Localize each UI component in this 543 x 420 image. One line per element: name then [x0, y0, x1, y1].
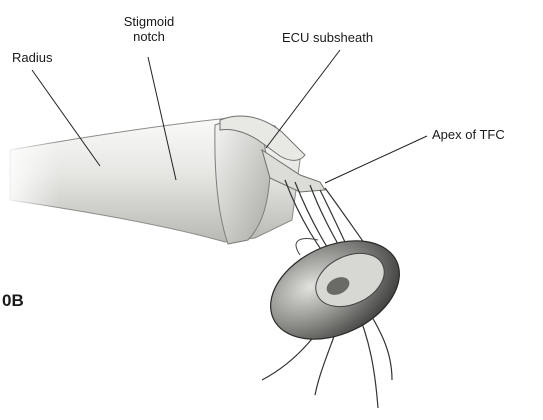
leader-apex: [325, 136, 427, 183]
label-stigmoid-line2: notch: [112, 29, 186, 44]
label-stigmoid-line1: Stigmoid: [112, 14, 186, 29]
figure-label: 0B: [2, 291, 24, 311]
ulnar-cup: [255, 221, 415, 358]
label-radius: Radius: [12, 50, 52, 65]
label-ecu-subsheath: ECU subsheath: [282, 30, 373, 45]
shaft-fade: [0, 130, 60, 220]
leader-ecu: [266, 50, 340, 148]
label-stigmoid-notch: Stigmoid notch: [112, 14, 186, 44]
label-apex-of-tfc: Apex of TFC: [432, 127, 505, 142]
